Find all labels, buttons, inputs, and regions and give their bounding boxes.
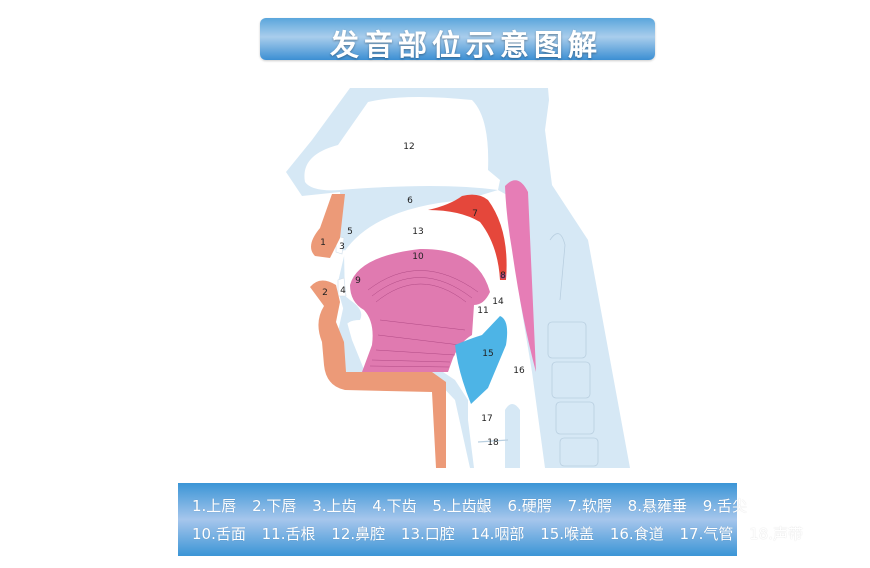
- label-13: 13: [412, 227, 423, 237]
- soft-palate: [428, 194, 507, 280]
- label-14: 14: [492, 297, 504, 307]
- legend-item: 11.舌根: [261, 525, 316, 543]
- label-18: 18: [487, 438, 499, 448]
- tongue: [350, 248, 490, 372]
- nasal-cavity: [304, 96, 500, 191]
- lower-jaw: [338, 290, 440, 378]
- legend-item: 15.喉盖: [540, 525, 595, 543]
- legend-item: 9.舌尖: [702, 497, 748, 515]
- label-16: 16: [513, 366, 525, 376]
- tongue-texture: [367, 270, 479, 368]
- label-2: 2: [322, 288, 328, 298]
- legend-item: 8.悬雍垂: [627, 497, 687, 515]
- label-15: 15: [482, 349, 493, 359]
- legend-row-2: 10.舌面 11.舌根 12.鼻腔 13.口腔 14.咽部 15.喉盖 16.食…: [192, 523, 814, 544]
- legend-item: 12.鼻腔: [331, 525, 386, 543]
- legend-item: 10.舌面: [192, 525, 246, 543]
- legend-item: 5.上齿龈: [432, 497, 492, 515]
- label-7: 7: [472, 209, 478, 219]
- pharynx-wall: [505, 180, 536, 372]
- label-11: 11: [477, 306, 488, 316]
- epiglottis: [455, 316, 508, 404]
- label-9: 9: [355, 276, 361, 286]
- vertebrae: [547, 233, 599, 467]
- vocal-cords: [477, 439, 509, 443]
- title-banner: 发音部位示意图解: [260, 18, 655, 62]
- legend-item: 4.下齿: [372, 497, 417, 515]
- legend-box: 1.上唇 2.下唇 3.上齿 4.下齿 5.上齿龈 6.硬腭 7.软腭 8.悬雍…: [178, 483, 803, 556]
- legend-item: 2.下唇: [252, 497, 297, 515]
- legend-item: 16.食道: [609, 525, 664, 543]
- label-8: 8: [500, 271, 506, 281]
- label-5: 5: [347, 227, 353, 237]
- label-12: 12: [403, 142, 414, 152]
- lower-lip-chin: [310, 280, 446, 468]
- legend-item: 17.气管: [679, 525, 734, 543]
- legend-item: 13.口腔: [400, 525, 455, 543]
- legend-item: 18.声带: [749, 525, 803, 543]
- label-6: 6: [407, 196, 413, 206]
- page-title: 发音部位示意图解: [330, 28, 603, 62]
- label-10: 10: [412, 252, 424, 262]
- lower-tooth: [337, 277, 347, 297]
- label-1: 1: [320, 238, 326, 248]
- legend-item: 7.软腭: [567, 497, 612, 515]
- label-4: 4: [340, 286, 346, 296]
- uvula: [500, 273, 506, 279]
- upper-lip: [311, 194, 345, 258]
- legend-item: 14.咽部: [470, 525, 525, 543]
- legend-item: 1.上唇: [192, 497, 237, 515]
- legend-row-1: 1.上唇 2.下唇 3.上齿 4.下齿 5.上齿龈 6.硬腭 7.软腭 8.悬雍…: [192, 495, 758, 516]
- label-17: 17: [481, 414, 492, 424]
- legend-item: 3.上齿: [312, 497, 357, 515]
- legend-item: 6.硬腭: [507, 497, 552, 515]
- label-3: 3: [339, 242, 345, 252]
